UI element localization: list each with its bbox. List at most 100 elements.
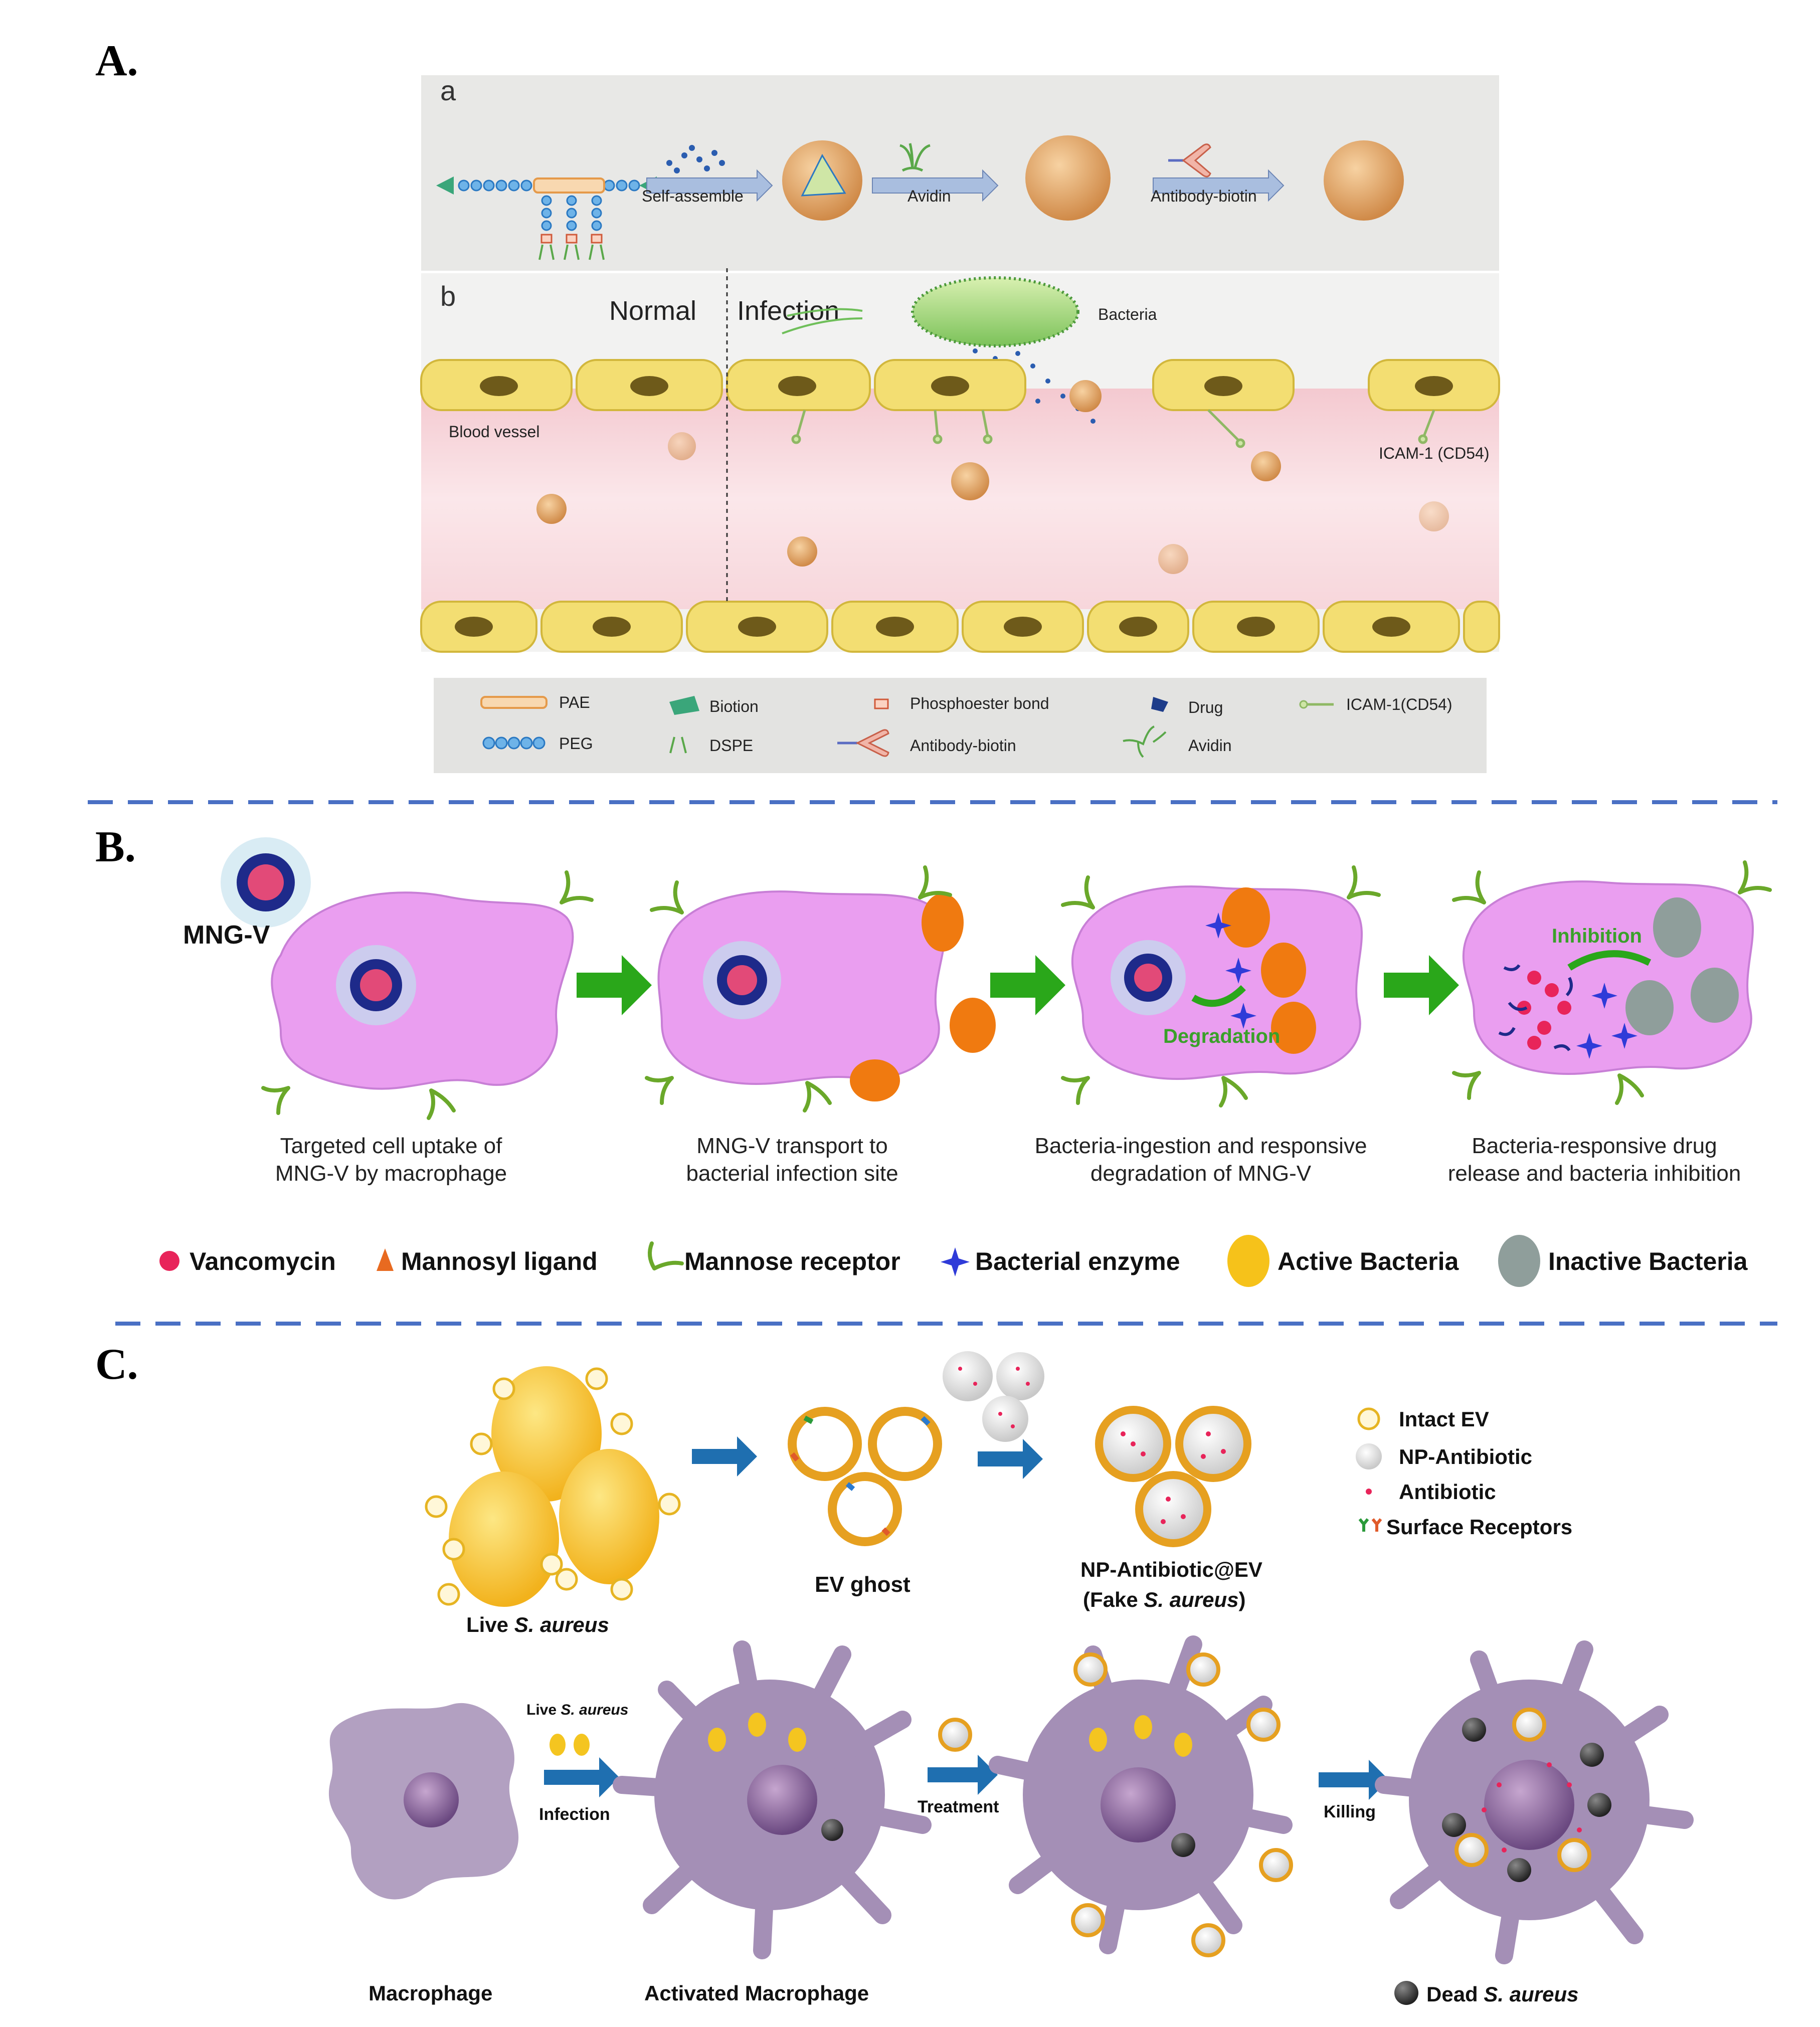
legend-inactive-bacteria-icon xyxy=(1498,1235,1540,1287)
subpanel-a-label: a xyxy=(440,75,456,106)
active-bacteria-group xyxy=(850,887,1316,1101)
legend-antibiotic-icon xyxy=(1366,1489,1372,1495)
legend-inactive-bacteria-label: Inactive Bacteria xyxy=(1548,1247,1748,1275)
macrophage-caption: Macrophage xyxy=(369,1981,492,2005)
normal-label: Normal xyxy=(609,296,696,326)
legend-mannosyl-label: Mannosyl ligand xyxy=(401,1247,598,1275)
icam-receptors xyxy=(791,409,1435,448)
treatment-particle-icon xyxy=(938,1718,972,1752)
legend-antibiotic-label: Antibiotic xyxy=(1399,1480,1496,1504)
step-self-assemble-label: Self-assemble xyxy=(642,187,744,205)
infection-label: Infection xyxy=(539,1805,610,1824)
caption-4-line-2: release and bacteria inhibition xyxy=(1448,1161,1741,1186)
inhibition-label: Inhibition xyxy=(1552,925,1642,947)
avidin-coated-nanoparticle xyxy=(1025,135,1111,221)
legend-drug-label: Drug xyxy=(1188,698,1223,716)
panel-a-legend-box xyxy=(434,678,1487,773)
icam-label: ICAM-1 (CD54) xyxy=(1379,444,1489,462)
legend-pae-swatch xyxy=(480,696,548,709)
avidin-symbol xyxy=(899,143,931,172)
bacteria-label: Bacteria xyxy=(1098,305,1157,323)
macrophage-stage-2 xyxy=(657,890,946,1085)
caption-2-line-1: MNG-V transport to xyxy=(696,1134,887,1158)
stage-captions: Targeted cell uptake of MNG-V by macroph… xyxy=(275,1134,1741,1186)
ev-ghosts xyxy=(788,1407,942,1546)
antibody-symbol xyxy=(1168,143,1211,177)
activated-macrophage-2 xyxy=(989,1635,1293,1957)
legend-receptors-icon xyxy=(1358,1518,1382,1532)
caption-1-line-2: MNG-V by macrophage xyxy=(275,1161,507,1186)
legend-phosphoester-label: Phosphoester bond xyxy=(910,694,1049,712)
inactive-bacteria-group xyxy=(1625,897,1739,1035)
free-mng-v-particle xyxy=(221,837,311,928)
dead-s-aureus-caption: Dead S. aureus xyxy=(1426,1982,1578,2006)
mng-v-label: MNG-V xyxy=(183,920,270,950)
endothelial-cells-top xyxy=(420,359,1500,411)
ev-ghost-caption: EV ghost xyxy=(815,1572,911,1597)
legend-icam-swatch xyxy=(1299,700,1334,709)
live-s-aureus-small-label: Live S. aureus xyxy=(526,1702,628,1718)
activated-macrophage-caption: Activated Macrophage xyxy=(644,1981,869,2005)
bacterial-enzymes xyxy=(1205,912,1637,1059)
arrow-to-ev-ghost xyxy=(692,1436,757,1477)
activated-macrophage-3 xyxy=(1375,1640,1694,1964)
legend-pae-label: PAE xyxy=(559,693,590,711)
legend-vancomycin-label: Vancomycin xyxy=(190,1247,336,1275)
treatment-label: Treatment xyxy=(918,1797,999,1816)
legend-intact-ev-icon xyxy=(1357,1407,1380,1430)
np-antibiotic-ev-cluster xyxy=(1095,1406,1251,1547)
legend-dspe-label: DSPE xyxy=(709,736,753,755)
panel-a-label: A. xyxy=(95,37,138,85)
legend-avidin-swatch xyxy=(1123,725,1167,758)
subpanel-b-label: b xyxy=(440,280,456,312)
legend-antibody-swatch xyxy=(837,729,889,757)
mannose-receptors xyxy=(261,860,1772,1120)
panel-b: B. MNG-V xyxy=(95,823,1772,1287)
caption-2-line-2: bacterial infection site xyxy=(686,1161,898,1186)
legend-drug-swatch xyxy=(1151,697,1168,712)
drug-molecules xyxy=(666,145,725,173)
activated-macrophage-1 xyxy=(613,1640,932,1959)
caption-3-line-1: Bacteria-ingestion and responsive xyxy=(1035,1134,1367,1158)
legend-peg-label: PEG xyxy=(559,734,593,753)
caption-3-line-2: degradation of MNG-V xyxy=(1090,1161,1312,1186)
legend-biotion-label: Biotion xyxy=(709,697,759,715)
caption-1-line-1: Targeted cell uptake of xyxy=(280,1134,503,1158)
legend-biotion-swatch xyxy=(669,696,699,715)
stage-arrows xyxy=(577,955,1459,1015)
ev-ghost-receptors xyxy=(790,1415,931,1536)
legend-mannose-receptor-icon xyxy=(648,1241,684,1270)
micelle-with-drug xyxy=(782,140,862,221)
panel-c-label: C. xyxy=(95,1340,138,1389)
treatment-arrow xyxy=(928,1755,998,1795)
legend-active-bacteria-label: Active Bacteria xyxy=(1278,1247,1459,1275)
incoming-bacterium-2 xyxy=(574,1734,590,1756)
degradation-arrow xyxy=(1191,985,1246,1007)
internalized-mng-v-3 xyxy=(1111,940,1186,1015)
internalized-mng-v-1 xyxy=(336,945,416,1025)
bacterium xyxy=(782,276,1079,347)
np-ev-caption: NP-Antibiotic@EV xyxy=(1080,1558,1262,1581)
legend-mannosyl-icon xyxy=(377,1248,394,1271)
polymer-fragments xyxy=(1498,964,1573,1051)
live-s-aureus-cluster xyxy=(425,1366,681,1607)
caption-4-line-1: Bacteria-responsive drug xyxy=(1472,1134,1717,1158)
legend-dspe-swatch xyxy=(669,736,687,754)
legend-enzyme-icon xyxy=(941,1247,970,1276)
infection-arrow xyxy=(544,1757,619,1797)
panel-c: C. Live S. aureus xyxy=(95,1340,1694,2006)
surface-evs xyxy=(425,1367,681,1606)
legend-np-antibiotic-label: NP-Antibiotic xyxy=(1399,1445,1532,1468)
blood-vessel-lumen xyxy=(421,389,1499,609)
panel-b-label: B. xyxy=(95,823,136,871)
legend-icam-label: ICAM-1(CD54) xyxy=(1346,695,1452,713)
resting-macrophage-nucleus xyxy=(404,1772,459,1827)
legend-antibody-biotin-label: Antibody-biotin xyxy=(910,736,1016,755)
endothelial-cells-bottom xyxy=(420,601,1500,653)
panel-a: A. a xyxy=(95,37,1500,773)
legend-phosphoester-swatch xyxy=(874,698,889,709)
killing-label: Killing xyxy=(1324,1802,1376,1821)
polymer-chain xyxy=(436,176,657,260)
released-vancomycin xyxy=(1517,971,1571,1050)
inhibition-arrow xyxy=(1567,950,1652,971)
